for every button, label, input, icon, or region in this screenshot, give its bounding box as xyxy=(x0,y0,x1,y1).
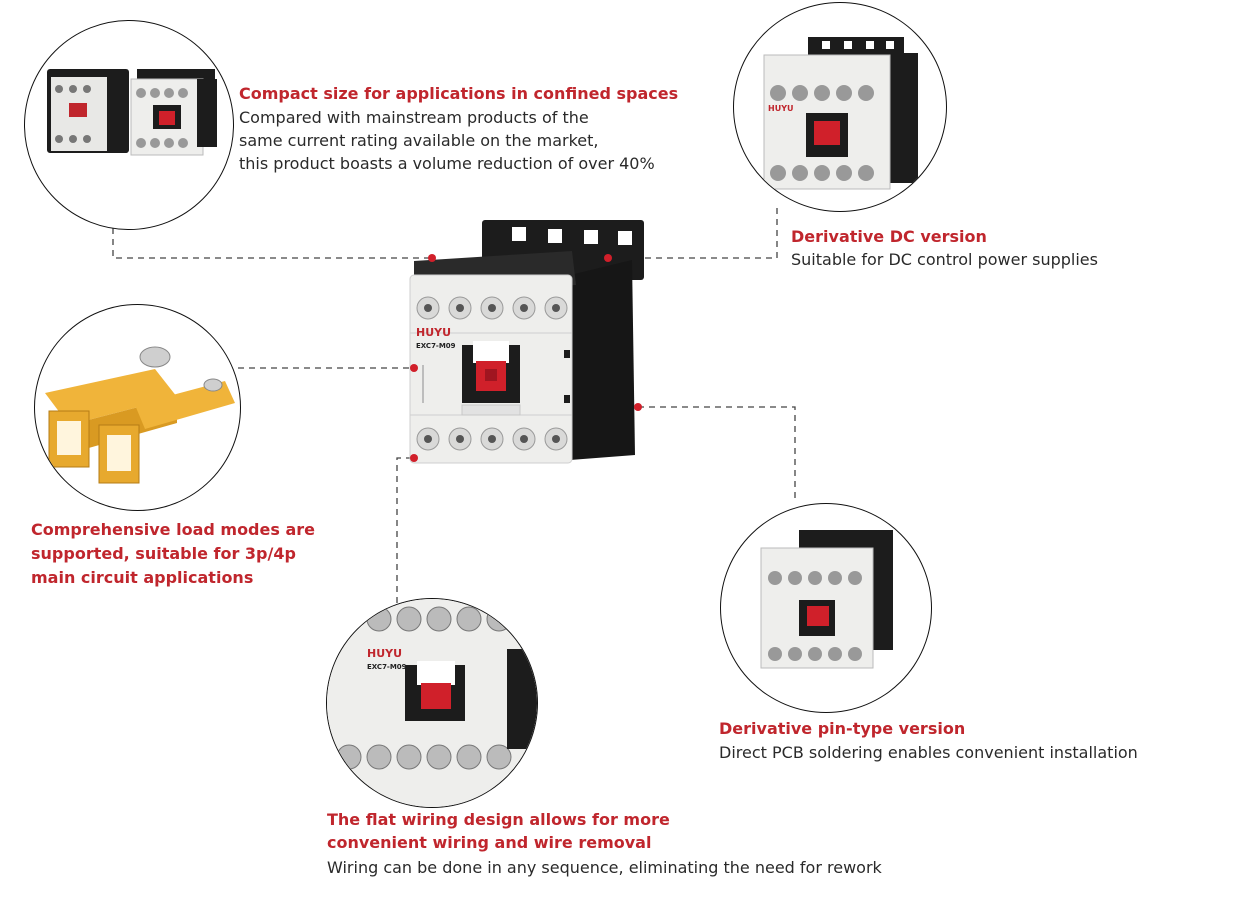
flat-title-line-1: The flat wiring design allows for more xyxy=(327,810,670,829)
load-title-line-1: Comprehensive load modes are xyxy=(31,520,315,539)
compact-desc-line-3: this product boasts a volume reduction o… xyxy=(239,154,655,173)
marker-pin xyxy=(634,403,642,411)
marker-compact xyxy=(428,254,436,262)
leader-compact xyxy=(112,228,432,259)
flat-wiring-photo: HUYU EXC7-M09 xyxy=(326,598,538,808)
flat-desc: Wiring can be done in any sequence, elim… xyxy=(327,858,882,877)
compact-desc-line-1: Compared with mainstream products of the xyxy=(239,108,589,127)
main-contactor-image: HUYU EXC7-M09 xyxy=(409,220,644,464)
product-brand-label: HUYU xyxy=(416,326,451,339)
dc-desc: Suitable for DC control power supplies xyxy=(791,250,1098,269)
svg-text:HUYU: HUYU xyxy=(416,326,451,339)
load-terminal-photo xyxy=(34,304,241,511)
dc-title: Derivative DC version xyxy=(791,227,987,246)
svg-text:EXC7-M09: EXC7-M09 xyxy=(416,342,456,350)
marker-dc xyxy=(604,254,612,262)
marker-load xyxy=(410,364,418,372)
svg-text:HUYU: HUYU xyxy=(768,104,793,113)
leader-dc xyxy=(608,208,778,259)
compact-title: Compact size for applications in confine… xyxy=(239,84,679,103)
leader-flat xyxy=(396,457,414,603)
dc-version-photo: HUYU xyxy=(733,2,947,212)
pin-type-photo xyxy=(720,503,932,713)
product-model-label: EXC7-M09 xyxy=(416,342,456,350)
marker-flat xyxy=(410,454,418,462)
load-title-line-2: supported, suitable for 3p/4p xyxy=(31,544,296,563)
svg-text:EXC7-M09: EXC7-M09 xyxy=(367,663,407,671)
compact-size-photo xyxy=(24,20,234,230)
leader-pin xyxy=(638,406,796,500)
compact-desc-line-2: same current rating available on the mar… xyxy=(239,131,599,150)
load-title-line-3: main circuit applications xyxy=(31,568,254,587)
pin-desc: Direct PCB soldering enables convenient … xyxy=(719,743,1138,762)
flat-title-line-2: convenient wiring and wire removal xyxy=(327,833,652,852)
svg-text:HUYU: HUYU xyxy=(367,647,402,660)
pin-title: Derivative pin-type version xyxy=(719,719,966,738)
